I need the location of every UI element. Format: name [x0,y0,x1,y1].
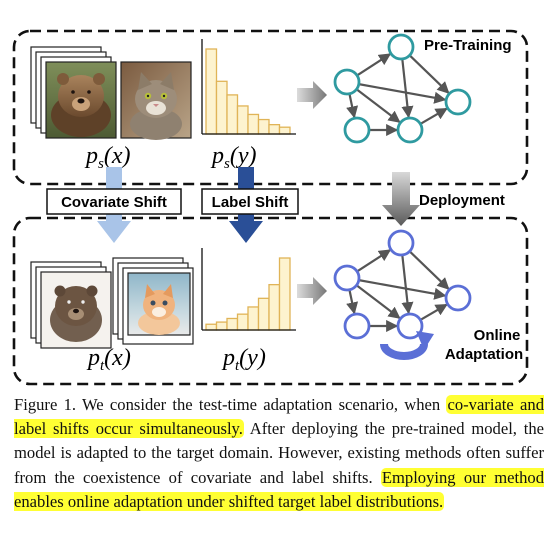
pre-training-frame [12,29,529,186]
online-adaptation-cycle-icon [380,331,434,360]
source-network-edge-2 [408,54,450,94]
source-network-edge-4 [401,58,414,119]
target-network [333,229,472,340]
adaptation-label: Adaptation [445,346,523,363]
target-network-node-1 [387,229,415,257]
target-network-edge-8 [346,289,359,315]
source-network-node-1 [387,33,415,61]
online-label: Online [474,327,521,344]
pt-y-sub: t [235,358,240,374]
source-network-edge-5 [355,88,401,123]
source-network-edge-7 [419,107,448,125]
target-network-edge-4 [401,254,414,315]
source-network-node-4 [343,116,371,144]
source-label-histogram [201,39,296,135]
source-image-stack [30,46,117,139]
source-hist-bar-8 [278,126,291,135]
adaptation-frame [12,216,529,386]
source-hist-bar-2 [215,80,228,135]
target-hist-bar-2 [215,321,228,331]
figure-caption: Figure 1. We consider the test-time adap… [14,393,544,514]
source-cat-photo [120,61,192,140]
target-network-node-2 [333,264,361,292]
target-hist-bar-6 [257,297,270,331]
target-hist-bar-5 [247,306,260,331]
label-shift-box: Label Shift [201,188,299,215]
target-to-network-arrow [297,277,327,305]
covariate-shift-label: Covariate Shift [61,194,167,211]
target-network-edge-3 [358,279,447,300]
target-hist-bar-4 [236,313,249,331]
target-network-edge-7 [419,303,448,321]
ps-y-p: p [210,143,224,169]
figure-diagram: ps(x) ps(y) pt(x) pt(y) Deployment Covar… [12,29,529,386]
pt-y-p: p [221,345,235,371]
target-network-edge-5 [355,284,401,319]
target-network-node-3 [444,284,472,312]
target-hist-bar-7 [268,283,281,331]
ps-y-sub: s [224,156,230,172]
source-hist-bar-5 [247,113,260,135]
ps-x-label: ps(x) [84,143,130,172]
source-hist-bar-6 [257,118,270,135]
source-network-edge-8 [346,93,359,119]
ps-x-sub: s [98,156,104,172]
source-hist-bar-4 [236,105,249,135]
pt-x-sub: t [100,358,105,374]
source-network-edge-1 [356,53,392,77]
target-hist-bar-1 [205,323,218,331]
pt-x-p: p [86,345,100,371]
ps-y-label: ps(y) [210,143,256,172]
pt-y-label: pt(y) [221,345,266,374]
bear-photo [45,61,117,139]
deployment-arrow [382,172,420,226]
source-network-edge-3 [358,83,447,104]
target-network-node-4 [343,312,371,340]
target-bear-photo [30,261,112,349]
source-network-node-2 [333,68,361,96]
caption-text-2: After deploying the pre-trained model, t… [14,419,544,487]
target-network-edge-1 [356,249,392,273]
ps-y-arg: (y) [230,143,257,169]
source-hist-bar-7 [268,124,281,135]
pt-x-arg: (x) [104,345,131,371]
caption-text-1: Figure 1. We consider the test-time adap… [14,395,447,414]
target-network-edge-2 [408,250,450,290]
target-hist-bar-8 [278,257,291,331]
label-shift-label: Label Shift [212,194,289,211]
target-network-node-5 [396,312,424,340]
ps-x-p: p [84,143,98,169]
source-network-node-5 [396,116,424,144]
target-label-histogram [201,248,296,331]
target-kitten-stack [112,257,194,345]
target-hist-bar-3 [226,317,239,331]
pre-training-label: Pre-Training [424,37,512,54]
pt-x-label: pt(x) [86,345,131,374]
source-to-network-arrow [297,81,327,109]
source-network [333,33,472,144]
covariate-shift-box: Covariate Shift [46,188,182,215]
source-network-node-3 [444,88,472,116]
kitten-photo [127,272,191,336]
ps-x-arg: (x) [104,143,131,169]
deployment-label: Deployment [419,192,505,209]
pt-y-arg: (y) [239,345,266,371]
source-hist-bar-3 [226,94,239,135]
source-hist-bar-1 [205,48,218,135]
